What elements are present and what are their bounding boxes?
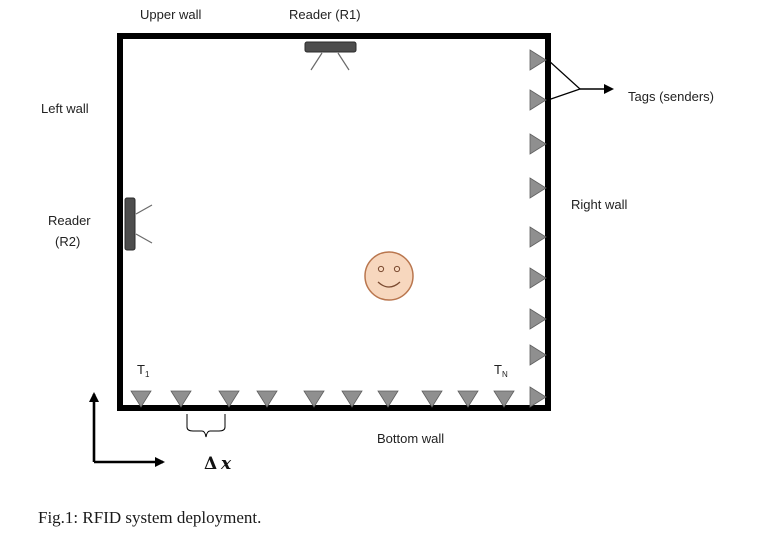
right-wall-label: Right wall — [571, 197, 627, 212]
delta-x-brace — [186, 414, 226, 438]
upper-wall-label: Upper wall — [140, 7, 202, 22]
tag-tn-label: TN — [494, 362, 508, 379]
right-tag-6 — [529, 267, 547, 289]
bottom-tag-9 — [457, 390, 479, 408]
tags-callout — [547, 59, 614, 101]
tag-t1-label: T1 — [137, 362, 150, 379]
reader-r1-icon — [304, 41, 357, 71]
bottom-tag-7 — [377, 390, 399, 408]
delta-symbol: Δ — [204, 454, 217, 474]
bottom-tag-4 — [256, 390, 278, 408]
tags-senders-label: Tags (senders) — [628, 89, 714, 104]
bottom-wall-label: Bottom wall — [377, 431, 444, 446]
right-tag-9 — [529, 386, 547, 408]
bottom-tag-2 — [170, 390, 192, 408]
delta-x-variable: x — [220, 454, 232, 474]
person-smiley-icon — [364, 251, 414, 301]
figure-caption: Fig.1: RFID system deployment. — [38, 508, 262, 527]
room-walls — [117, 33, 551, 411]
right-tag-3 — [529, 133, 547, 155]
reader-r2-label-line2: (R2) — [55, 234, 80, 249]
right-tag-4 — [529, 177, 547, 199]
bottom-tag-8 — [421, 390, 443, 408]
bottom-tag-10 — [493, 390, 515, 408]
right-tag-2 — [529, 89, 547, 111]
right-tag-8 — [529, 344, 547, 366]
right-wall-tags — [529, 49, 547, 408]
reader-r1-label: Reader (R1) — [289, 7, 361, 22]
rfid-deployment-diagram: Upper wall Reader (R1) Left wall Tags (s… — [41, 7, 714, 474]
bottom-tag-3 — [218, 390, 240, 408]
bottom-tag-5 — [303, 390, 325, 408]
reader-r2-label-line1: Reader — [48, 213, 91, 228]
coordinate-axes — [89, 392, 165, 467]
bottom-wall-tags — [130, 390, 515, 408]
left-wall-label: Left wall — [41, 101, 89, 116]
right-tag-7 — [529, 308, 547, 330]
right-tag-5 — [529, 226, 547, 248]
bottom-tag-1 — [130, 390, 152, 408]
right-tag-1 — [529, 49, 547, 71]
reader-r2-icon — [124, 197, 153, 251]
bottom-tag-6 — [341, 390, 363, 408]
